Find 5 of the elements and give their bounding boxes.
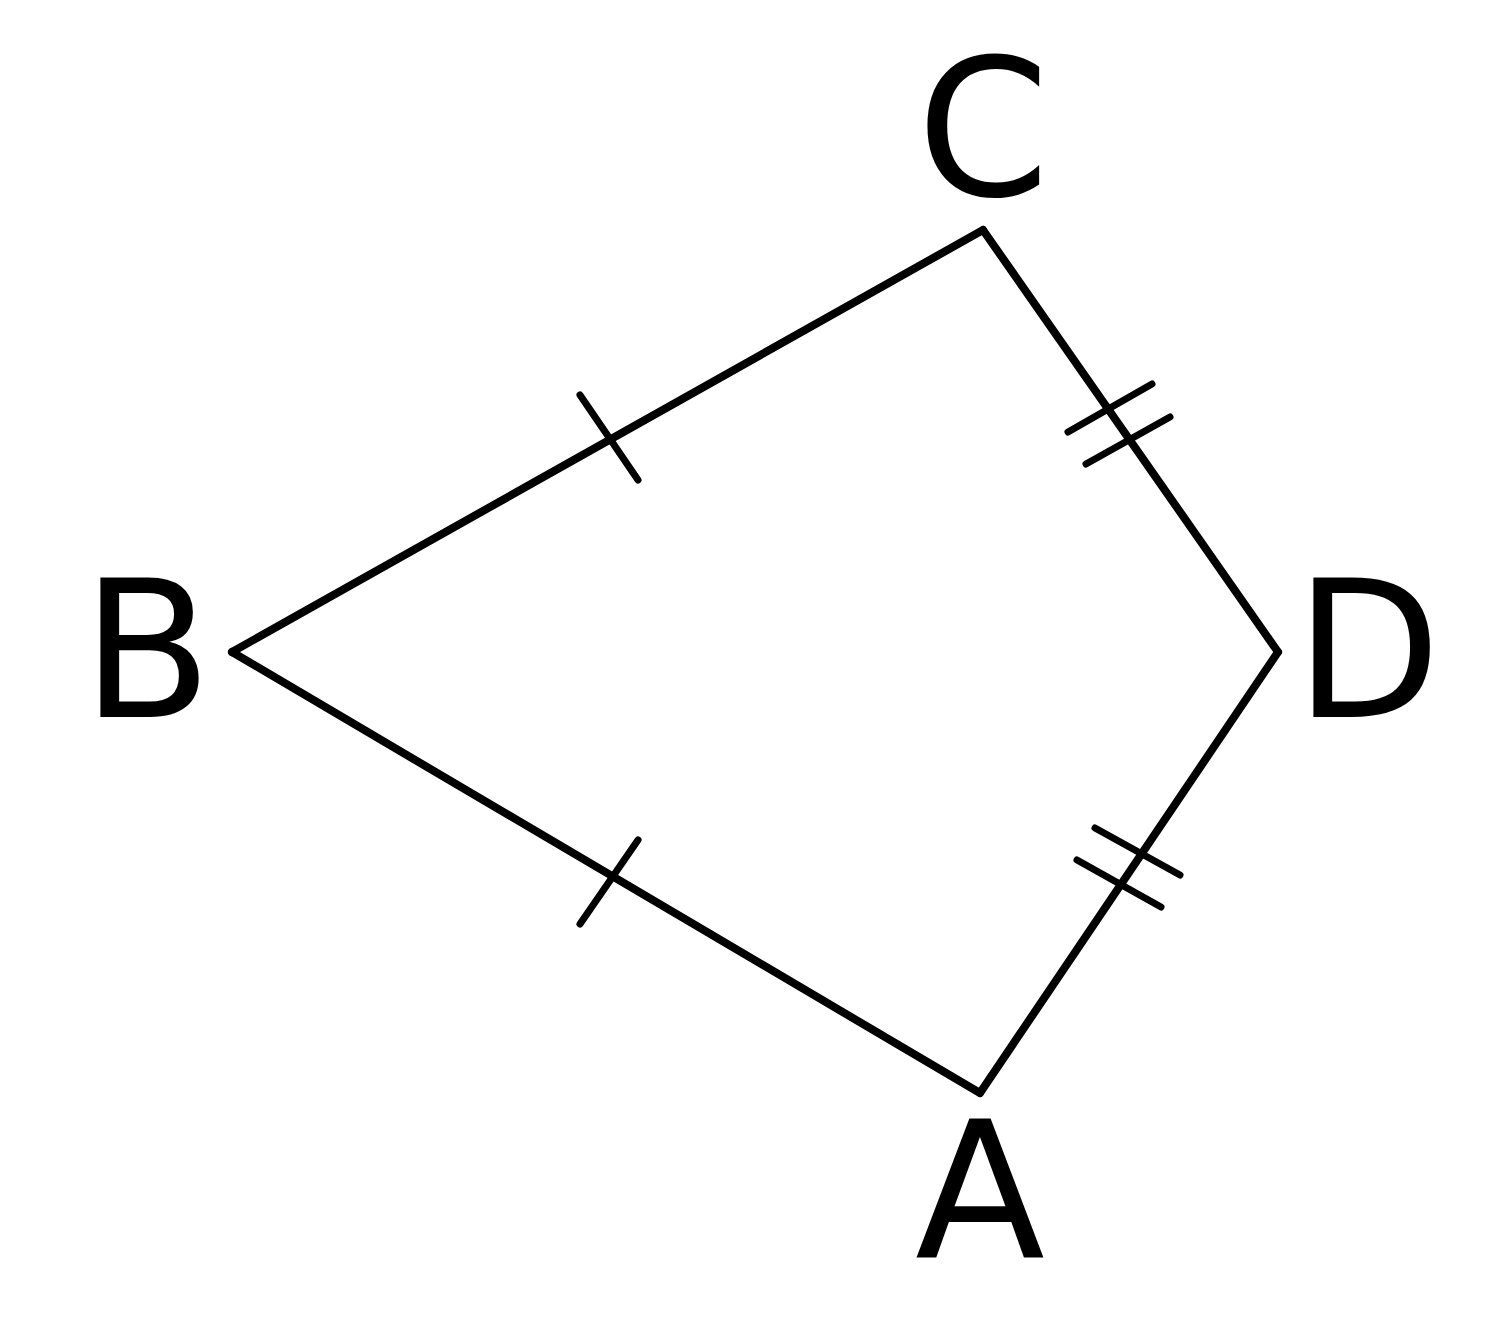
vertex-label: D: [1294, 557, 1442, 747]
vertex-label: C: [916, 35, 1050, 225]
vertex-label: A: [915, 1098, 1045, 1288]
kite-side: [228, 648, 984, 1097]
vertex-label: B: [81, 557, 213, 747]
